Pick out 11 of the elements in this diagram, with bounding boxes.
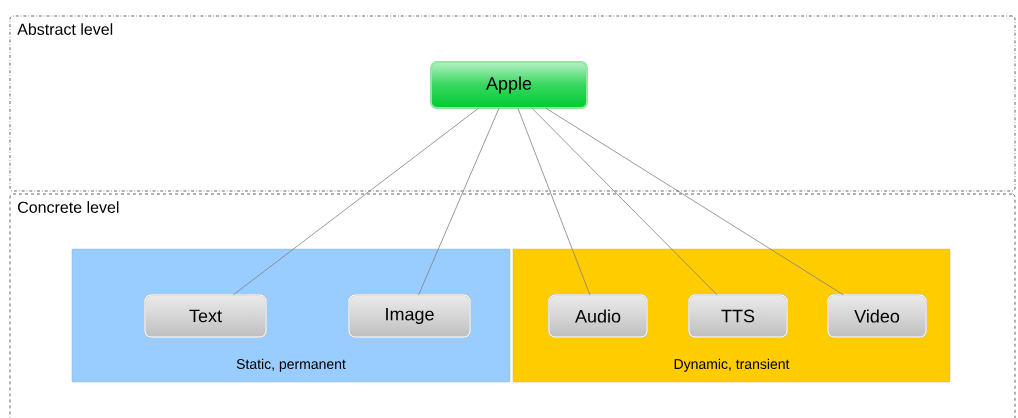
media-box: Audio — [548, 294, 648, 338]
connector-line — [418, 107, 500, 296]
concept-box: Apple — [430, 61, 588, 109]
media-box: TTS — [688, 294, 788, 338]
connector-line — [545, 107, 844, 296]
connector-line — [232, 107, 479, 296]
connector-line — [531, 107, 718, 296]
media-box: Text — [144, 294, 267, 338]
connector-line — [517, 107, 591, 296]
media-box: Image — [348, 294, 471, 338]
media-box: Video — [827, 294, 927, 338]
